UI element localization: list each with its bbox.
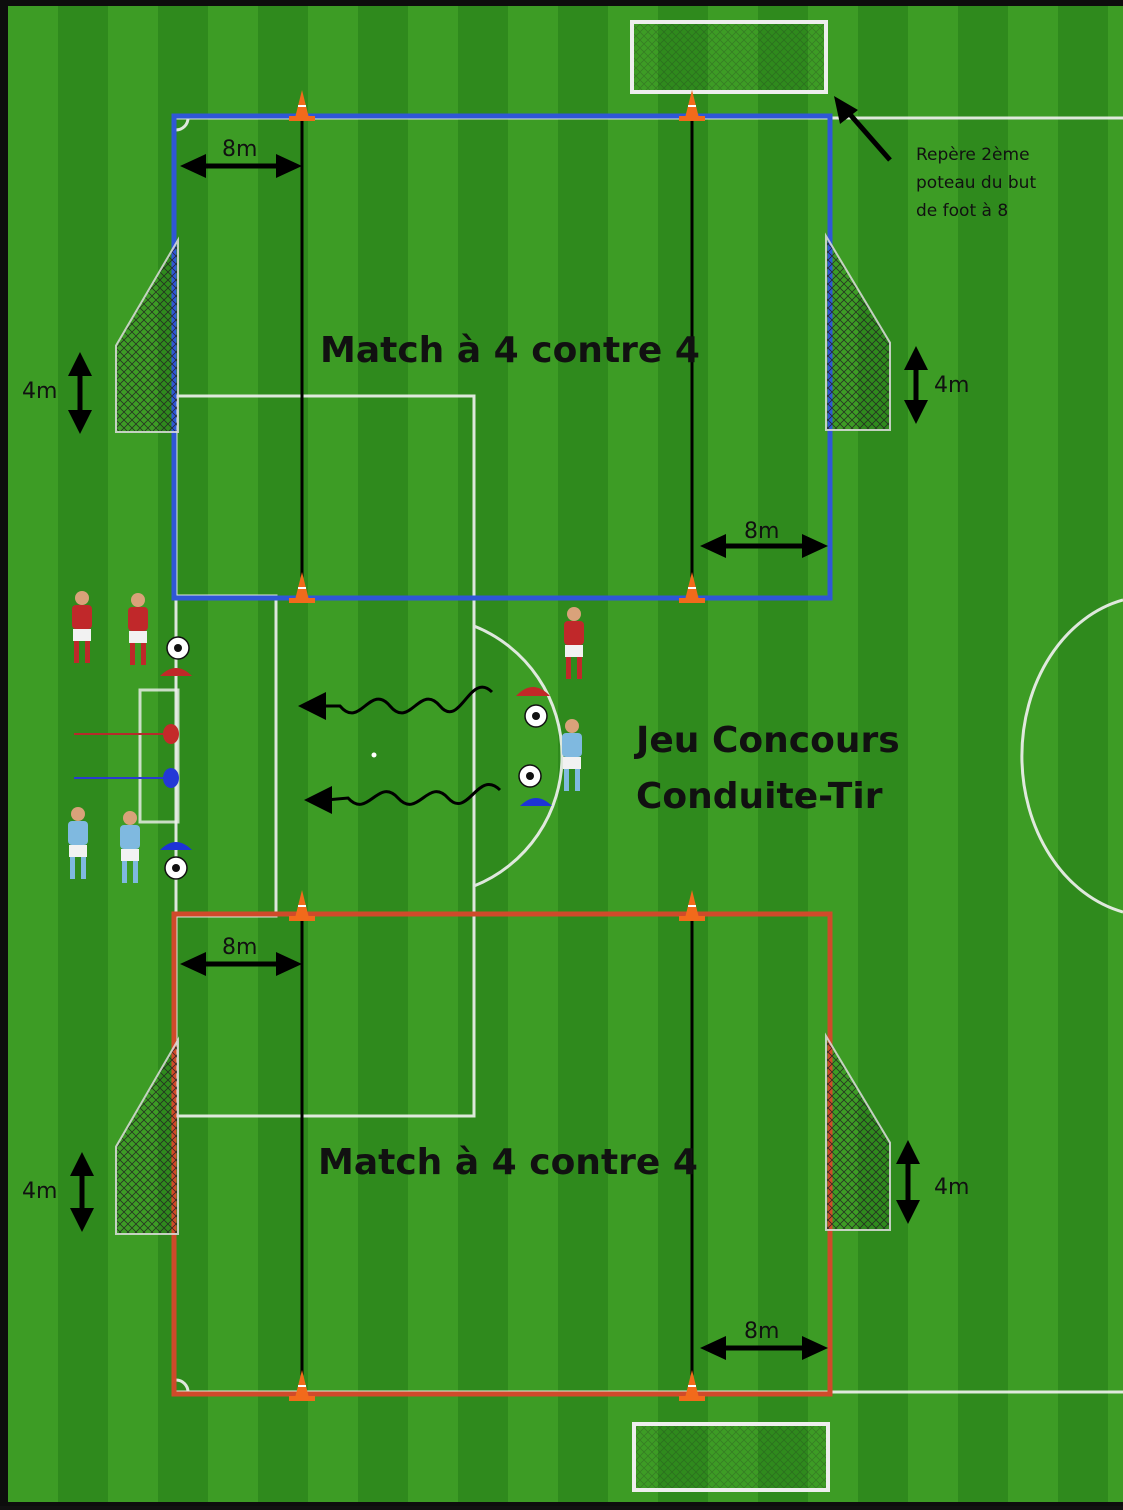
blue-player-start	[120, 811, 140, 883]
note-line2: poteau du but	[916, 173, 1036, 193]
cone-icon	[679, 1370, 705, 1401]
dribble-arrow-heads	[298, 692, 332, 814]
top-width-right-label: 8m	[744, 519, 779, 544]
bottom-width-right-label: 8m	[744, 1319, 779, 1344]
small-goal-top-left	[115, 236, 179, 433]
flat-markers	[160, 668, 552, 850]
note-line3: de foot à 8	[916, 201, 1008, 221]
blue-player-waiting	[68, 807, 88, 879]
top-width-left-label: 8m	[222, 137, 257, 162]
cone-icon	[289, 572, 315, 603]
red-player-start	[128, 593, 148, 665]
arrow-heads	[68, 96, 928, 1360]
red-player-dribbling	[564, 607, 584, 679]
cone-icon	[679, 572, 705, 603]
cone-icon	[289, 890, 315, 921]
start-area	[74, 688, 180, 824]
middle-game-title-line1: Jeu Concours	[633, 720, 900, 761]
cone-icon	[289, 1370, 315, 1401]
bottom-goal-left-label: 4m	[22, 1179, 57, 1204]
ball-icon	[166, 636, 190, 660]
cone-icon	[679, 90, 705, 121]
small-goal-top-right	[825, 232, 891, 431]
dribble-paths	[320, 685, 502, 806]
bottom-zone-title: Match à 4 contre 4	[318, 1142, 698, 1183]
ball-icon	[518, 764, 542, 788]
goal-top	[630, 20, 828, 94]
shooting-lines	[300, 108, 694, 1386]
goal-bottom	[632, 1422, 830, 1492]
bottom-goal-right-label: 4m	[934, 1175, 969, 1200]
ball-icon	[164, 856, 188, 880]
small-goal-bottom-left	[115, 1036, 179, 1235]
small-goal-bottom-right	[825, 1032, 891, 1231]
blue-player-dribbling	[562, 719, 582, 791]
cone-icon	[679, 890, 705, 921]
top-goal-right-label: 4m	[934, 373, 969, 398]
ball-icon	[524, 704, 548, 728]
top-zone-title: Match à 4 contre 4	[320, 330, 700, 371]
top-goal-left-label: 4m	[22, 379, 57, 404]
cone-icon	[289, 90, 315, 121]
note-line1: Repère 2ème	[916, 145, 1030, 165]
red-player-waiting	[72, 591, 92, 663]
center-spot	[371, 752, 377, 758]
middle-game-title-line2: Conduite-Tir	[636, 776, 883, 817]
bottom-width-left-label: 8m	[222, 935, 257, 960]
